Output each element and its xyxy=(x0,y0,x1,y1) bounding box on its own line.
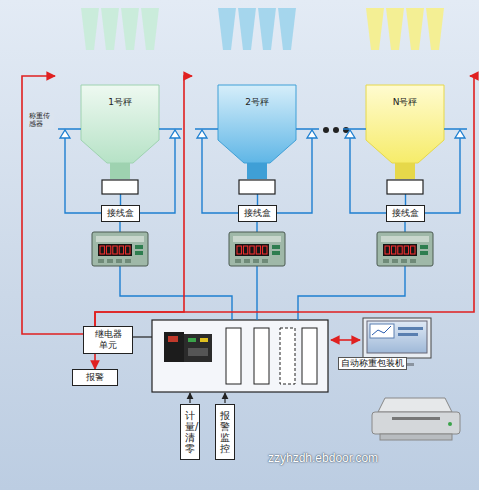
feed-funnel xyxy=(238,8,256,50)
feed-funnel xyxy=(366,8,384,50)
io-module xyxy=(254,328,269,384)
feed-funnel xyxy=(218,8,236,50)
node-label: 1号秤 xyxy=(55,96,185,109)
feed-funnel xyxy=(406,8,424,50)
device-box: 继电器单元 xyxy=(83,326,133,354)
signal-arrow xyxy=(189,393,190,403)
plc-unit xyxy=(164,332,212,362)
printer-icon xyxy=(372,398,460,440)
device-box: 接线盒 xyxy=(386,205,425,222)
ellipsis-dot xyxy=(323,127,329,133)
feed-funnel xyxy=(141,8,159,50)
scale-hopper: 2号秤 xyxy=(192,68,322,198)
node-label: 2号秤 xyxy=(192,96,322,109)
device-box: 接线盒 xyxy=(101,205,140,222)
feed-funnel xyxy=(81,8,99,50)
input-box: 计量/清零 xyxy=(180,404,200,460)
weighing-indicator xyxy=(229,232,285,266)
hopper-shape xyxy=(340,68,470,198)
feed-funnel xyxy=(386,8,404,50)
node-label: 报警监控 xyxy=(220,410,230,454)
sensor-wire xyxy=(257,194,258,205)
node-label: 继电器单元 xyxy=(93,329,123,351)
device-box: 报警 xyxy=(72,369,118,386)
feed-funnel xyxy=(278,8,296,50)
ellipsis-dot xyxy=(333,127,339,133)
feed-funnel xyxy=(101,8,119,50)
io-module xyxy=(280,328,295,384)
signal-wire xyxy=(298,266,405,320)
signal-wire xyxy=(120,266,232,320)
feed-funnel xyxy=(426,8,444,50)
control-line xyxy=(94,354,96,369)
scale-hopper: 1号秤 xyxy=(55,68,185,198)
feed-funnel xyxy=(121,8,139,50)
hopper-shape xyxy=(55,68,185,198)
feed-funnel xyxy=(258,8,276,50)
sensor-wire xyxy=(405,194,406,205)
node-label: N号秤 xyxy=(340,96,470,109)
wire xyxy=(133,336,152,337)
weighing-indicator xyxy=(92,232,148,266)
input-box: 报警监控 xyxy=(215,404,235,460)
sensor-wire xyxy=(120,194,121,205)
node-label: 接线盒 xyxy=(244,208,271,219)
control-line xyxy=(22,76,83,334)
signal-arrow xyxy=(224,393,225,403)
watermark: zzyhzdh.ebdoor.com xyxy=(268,451,378,465)
scale-hopper: N号秤 xyxy=(340,68,470,198)
signal-wire xyxy=(256,266,257,320)
hopper-shape xyxy=(192,68,322,198)
weighing-indicator xyxy=(377,232,433,266)
node-label: 计量/清零 xyxy=(185,410,195,454)
device-label: 自动称重包装机 xyxy=(338,357,407,370)
device-box: 接线盒 xyxy=(238,205,277,222)
data-link xyxy=(331,339,360,341)
node-label: 接线盒 xyxy=(107,208,134,219)
node-label: 接线盒 xyxy=(392,208,419,219)
sensor-label: 称重传感器 xyxy=(27,112,54,129)
plc-cabinet xyxy=(152,320,328,392)
io-module xyxy=(302,328,317,384)
node-label: 报警 xyxy=(86,372,104,383)
io-module xyxy=(226,328,241,384)
